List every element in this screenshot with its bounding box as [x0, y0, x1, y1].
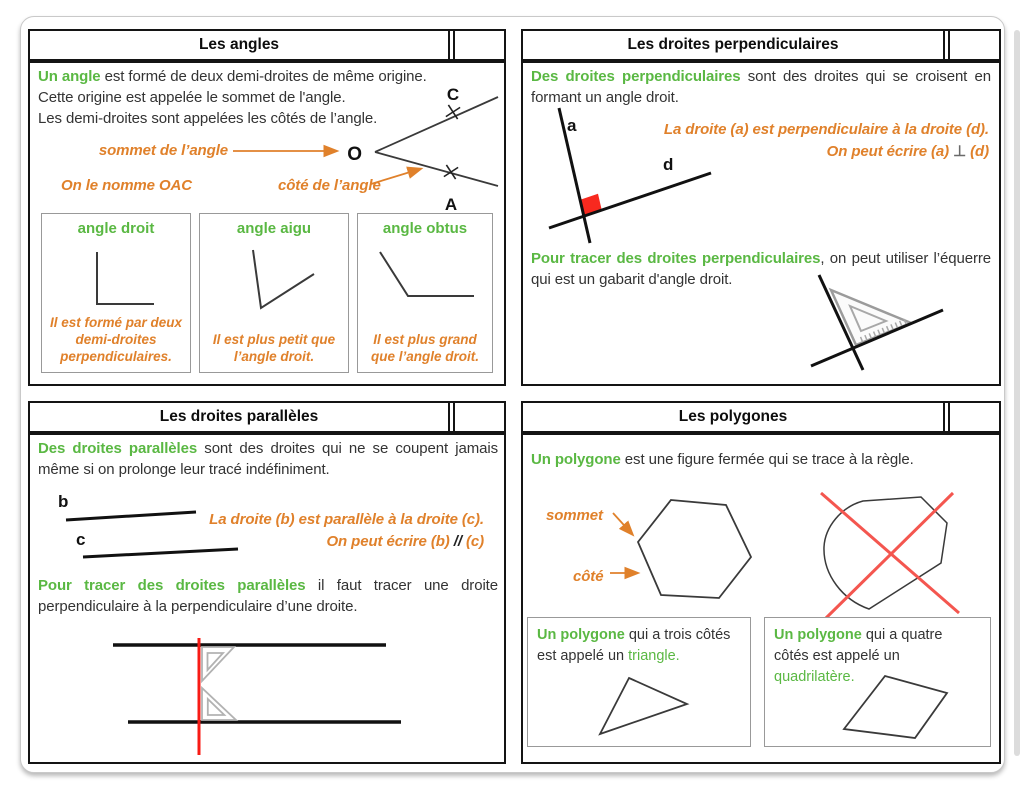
- angles-intro-line2: Cette origine est appelée le sommet de l…: [38, 89, 346, 106]
- set-square-top: [201, 646, 237, 684]
- sommet-label: sommet: [546, 507, 603, 524]
- note-line1: La droite (a) est perpendiculaire à la d…: [663, 121, 989, 138]
- header-corner-cell: [453, 31, 504, 59]
- acute-angle-icon: [252, 249, 315, 310]
- point-O-label: O: [347, 144, 362, 165]
- obtuse-angle-icon: [379, 251, 474, 297]
- perpendicular-diagram: a d: [548, 107, 944, 371]
- perpendicular-symbol: ⊥: [953, 143, 967, 160]
- panel-polygones-title: Les polygones: [678, 408, 788, 425]
- panel-paralleles-title: Les droites parallèles: [159, 408, 319, 425]
- panel-paralleles-body: Des droites parallèles sont des droites …: [30, 435, 504, 759]
- line-d: [548, 171, 712, 230]
- paralleles-tracer: Pour tracer des droites parallèles il fa…: [38, 577, 498, 615]
- worksheet-page: Les angles: [20, 16, 1005, 773]
- cote-annotation: côté de l’angle: [278, 177, 381, 194]
- panel-polygones-body: Un polygone est une figure fermée qui se…: [523, 435, 999, 759]
- curved-shape: [823, 496, 948, 610]
- right-angle-square: [581, 193, 602, 217]
- panel-perpendiculaires: Les droites perpendiculaires a d: [521, 29, 1001, 386]
- panel-paralleles-header: Les droites parallèles: [30, 403, 504, 431]
- note-line2: On peut écrire (a) ⊥ (d): [826, 143, 989, 160]
- card-title: angle droit: [77, 220, 155, 237]
- card-title: angle aigu: [236, 220, 312, 237]
- note-line1: La droite (b) est parallèle à la droite …: [209, 511, 484, 528]
- panel-paralleles: Les droites parallèles: [28, 401, 506, 764]
- paralleles-intro: Des droites parallèles sont des droites …: [38, 440, 498, 478]
- panel-title: Les polygones: [523, 403, 945, 431]
- line-b-label: b: [58, 492, 69, 511]
- parallel-symbol: //: [453, 533, 462, 550]
- perpendiculaires-intro: Des droites perpendiculaires sont des dr…: [531, 68, 991, 106]
- card-angle-aigu: angle aigu Il est plus petit que l’angle…: [199, 213, 349, 373]
- header-corner-cell: [948, 403, 999, 431]
- parallel-construction: [113, 638, 401, 755]
- panel-polygones-header: Les polygones: [523, 403, 999, 431]
- card-title: angle obtus: [382, 220, 468, 237]
- x-mark-bottom: [443, 164, 459, 180]
- panel-angles-header: Les angles: [30, 31, 504, 59]
- red-cross-line1: [820, 491, 960, 615]
- panel-perpendiculaires-body: a d Des droites perpendiculaires sont de…: [523, 63, 999, 381]
- base-line: [810, 308, 944, 368]
- panel-angles-body: O C A Un angle est formé de deux demi-dr…: [30, 63, 504, 381]
- header-corner-cell: [453, 403, 504, 431]
- parallel-note: La droite (b) est parallèle à la droite …: [84, 509, 484, 553]
- panel-angles: Les angles: [28, 29, 506, 386]
- header-corner-cell: [948, 31, 999, 59]
- angles-intro-line3: Les demi-droites sont appelées les côtés…: [38, 110, 378, 127]
- card-text: Un polygone qui a trois côtés est appelé…: [537, 627, 731, 664]
- panel-perpendiculaires-title: Les droites perpendiculaires: [627, 36, 839, 53]
- card-desc: Il est plus petit que l’angle droit.: [212, 332, 336, 364]
- panel-polygones: Les polygones Un polygone: [521, 401, 1001, 764]
- set-square-bottom: [201, 685, 239, 721]
- panel-perpendiculaires-header: Les droites perpendiculaires: [523, 31, 999, 59]
- cote-label: côté: [573, 568, 604, 585]
- card-quadrilatere: Un polygone qui a quatre côtés est appel…: [764, 617, 991, 747]
- card-triangle: Un polygone qui a trois côtés est appelé…: [527, 617, 751, 747]
- non-polygon-figure: [820, 491, 960, 620]
- card-angle-droit: angle droit Il est formé par deux demi-d…: [41, 213, 191, 373]
- right-angle-icon: [96, 252, 154, 305]
- panel-title: Les angles: [30, 31, 450, 59]
- header-rule: [523, 431, 999, 435]
- card-text: Un polygone qui a quatre côtés est appel…: [774, 627, 943, 685]
- panel-title: Les droites parallèles: [30, 403, 450, 431]
- red-cross-line2: [824, 491, 955, 620]
- note-line2: On peut écrire (b) // (c): [326, 533, 484, 550]
- line-c-label: c: [76, 530, 86, 549]
- header-rule: [30, 59, 504, 63]
- point-A-label: A: [445, 195, 457, 214]
- sommet-annotation: sommet de l’angle: [98, 142, 228, 159]
- angles-intro-line1: Un angle est formé de deux demi-droites …: [38, 68, 427, 85]
- ruler-ticks: [859, 318, 909, 343]
- card-desc: Il est plus grand que l’angle droit.: [370, 332, 479, 364]
- card-angle-obtus: angle obtus Il est plus grand que l’angl…: [357, 213, 493, 373]
- panel-title: Les droites perpendiculaires: [523, 31, 945, 59]
- perpendicular-note: La droite (a) est perpendiculaire à la d…: [569, 119, 989, 163]
- page-edge: [1014, 30, 1020, 756]
- header-rule: [523, 59, 999, 63]
- card-desc: Il est formé par deux demi-droites perpe…: [49, 315, 183, 364]
- sommet-arrow: [612, 512, 635, 537]
- perpendiculaires-tracer: Pour tracer des droites perpendiculaires…: [531, 250, 991, 288]
- polygones-intro: Un polygone est une figure fermée qui se…: [531, 451, 914, 468]
- hexagon-shape: [636, 499, 753, 599]
- header-rule: [30, 431, 504, 435]
- name-note: On le nomme OAC: [61, 177, 193, 194]
- panel-angles-title: Les angles: [198, 36, 280, 53]
